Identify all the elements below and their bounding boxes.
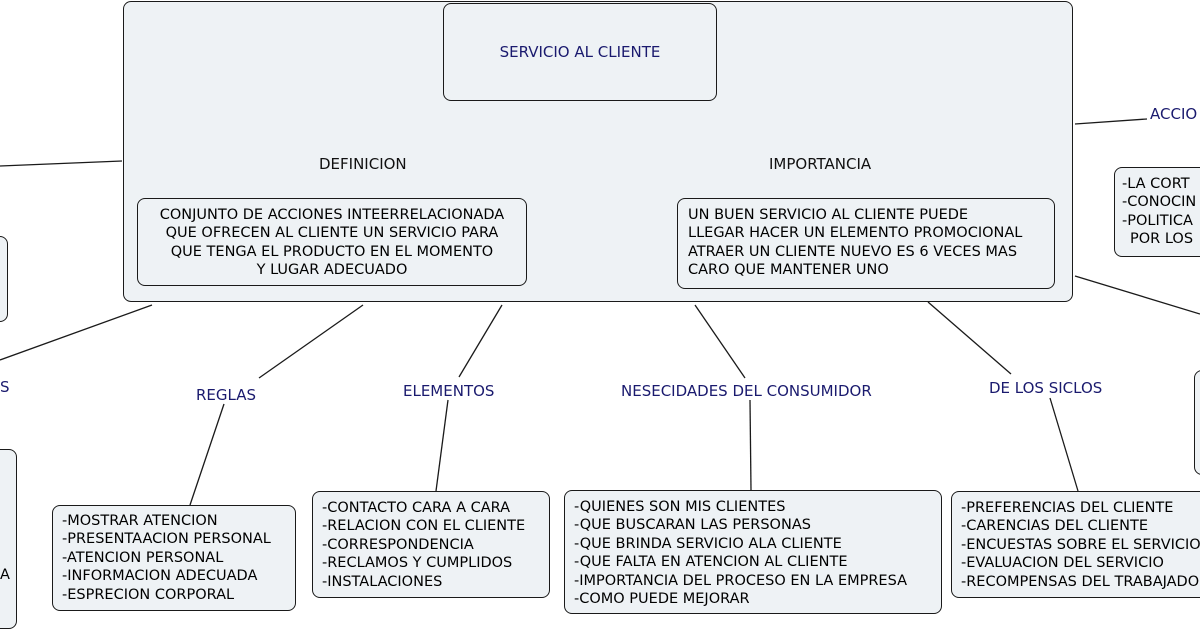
importancia-line: CARO QUE MANTENER UNO <box>688 262 889 279</box>
importancia-text: UN BUEN SERVICIO AL CLIENTE PUEDE LLEGAR… <box>688 206 1022 280</box>
elementos-heading: ELEMENTOS <box>403 382 495 400</box>
connector-reglas-box <box>189 403 225 506</box>
connector-reglas <box>258 304 364 379</box>
left-partial-label: S <box>0 378 10 396</box>
connector-necesidades <box>694 304 746 379</box>
connector-elementos-box <box>435 399 449 492</box>
connector-elementos <box>458 304 503 378</box>
ciclos-line: -CARENCIAS DEL CLIENTE <box>961 518 1149 535</box>
necesidades-line: -QUE FALTA EN ATENCION AL CLIENTE <box>574 554 848 571</box>
necesidades-line: -COMO PUEDE MEJORAR <box>574 591 750 608</box>
connector-left-mid <box>0 304 153 361</box>
left-partial-box-bottom <box>0 449 17 629</box>
definicion-box <box>137 198 527 286</box>
importancia-line: ATRAER UN CLIENTE NUEVO ES 6 VECES MAS <box>688 243 1018 260</box>
acciones-line: -POLITICA <box>1122 212 1193 229</box>
acciones-line: POR LOS <box>1130 231 1194 248</box>
connector-ciclos <box>927 301 1012 375</box>
reglas-line: -PRESENTAACION PERSONAL <box>62 531 271 548</box>
elementos-line: -RECLAMOS Y CUMPLIDOS <box>322 555 513 572</box>
reglas-line: -INFORMACION ADECUADA <box>62 568 258 585</box>
reglas-line: -MOSTRAR ATENCION <box>62 513 218 529</box>
necesidades-line: -QUE BUSCARAN LAS PERSONAS <box>574 517 811 534</box>
definicion-line: Y LUGAR ADECUADO <box>256 262 408 279</box>
definicion-line: CONJUNTO DE ACCIONES INTEERRELACIONADA <box>159 207 505 223</box>
acciones-line: -CONOCIN <box>1122 194 1197 211</box>
importancia-heading: IMPORTANCIA <box>769 155 872 173</box>
ciclos-line: -ENCUESTAS SOBRE EL SERVICIO <box>961 536 1200 553</box>
connector-necesidades-box <box>749 399 752 491</box>
definicion-line: QUE TENGA EL PRODUCTO EN EL MOMENTO <box>170 243 494 260</box>
ciclos-line: -PREFERENCIAS DEL CLIENTE <box>961 500 1174 516</box>
acciones-text: -LA CORT -CONOCIN -POLITICA POR LOS <box>1122 175 1196 249</box>
ciclos-line: -RECOMPENSAS DEL TRABAJADOR <box>961 573 1200 590</box>
right-partial-box <box>1194 370 1200 475</box>
necesidades-text: -QUIENES SON MIS CLIENTES -QUE BUSCARAN … <box>574 498 907 608</box>
necesidades-box <box>564 490 942 614</box>
elementos-line: -INSTALACIONES <box>322 573 443 590</box>
reglas-line: -ESPRECION CORPORAL <box>62 586 235 603</box>
elementos-line: -CORRESPONDENCIA <box>322 536 474 553</box>
connector-acciones <box>1074 118 1148 125</box>
importancia-line: UN BUEN SERVICIO AL CLIENTE PUEDE <box>688 207 969 223</box>
definicion-line: QUE OFRECEN AL CLIENTE UN SERVICIO PARA <box>165 225 499 242</box>
connector-left-top <box>0 160 123 167</box>
reglas-box <box>52 505 296 611</box>
elementos-line: -RELACION CON EL CLIENTE <box>322 518 526 535</box>
ciclos-heading: DE LOS SICLOS <box>989 379 1103 397</box>
definicion-heading: DEFINICION <box>319 155 407 173</box>
left-partial-box-top <box>0 236 8 322</box>
acciones-box <box>1114 167 1200 257</box>
title-text: SERVICIO AL CLIENTE <box>499 43 661 61</box>
reglas-line: -ATENCION PERSONAL <box>62 549 224 566</box>
acciones-line: -LA CORT <box>1122 176 1190 192</box>
elementos-box <box>312 491 550 598</box>
necesidades-line: -QUIENES SON MIS CLIENTES <box>574 499 786 515</box>
elementos-text: -CONTACTO CARA A CARA -RELACION CON EL C… <box>322 499 525 591</box>
reglas-heading: REGLAS <box>196 386 257 404</box>
necesidades-line: -QUE BRINDA SERVICIO ALA CLIENTE <box>574 535 842 552</box>
ciclos-text: -PREFERENCIAS DEL CLIENTE -CARENCIAS DEL… <box>961 499 1200 591</box>
necesidades-line: -IMPORTANCIA DEL PROCESO EN LA EMPRESA <box>574 572 907 589</box>
ciclos-line: -EVALUACION DEL SERVICIO <box>961 555 1164 572</box>
ciclos-box <box>951 491 1200 598</box>
importancia-line: LLEGAR HACER UN ELEMENTO PROMOCIONAL <box>688 225 1023 242</box>
necesidades-heading: NESECIDADES DEL CONSUMIDOR <box>621 382 872 400</box>
left-partial-text: A <box>0 567 10 583</box>
importancia-box <box>677 198 1055 289</box>
definicion-text: CONJUNTO DE ACCIONES INTEERRELACIONADA Q… <box>137 206 527 280</box>
title-box <box>443 3 717 101</box>
connector-ciclos-box <box>1049 397 1079 492</box>
elementos-line: -CONTACTO CARA A CARA <box>322 500 511 516</box>
connector-right-lower <box>1074 275 1200 315</box>
acciones-heading: ACCIO <box>1150 105 1198 123</box>
reglas-text: -MOSTRAR ATENCION -PRESENTAACION PERSONA… <box>62 512 271 604</box>
